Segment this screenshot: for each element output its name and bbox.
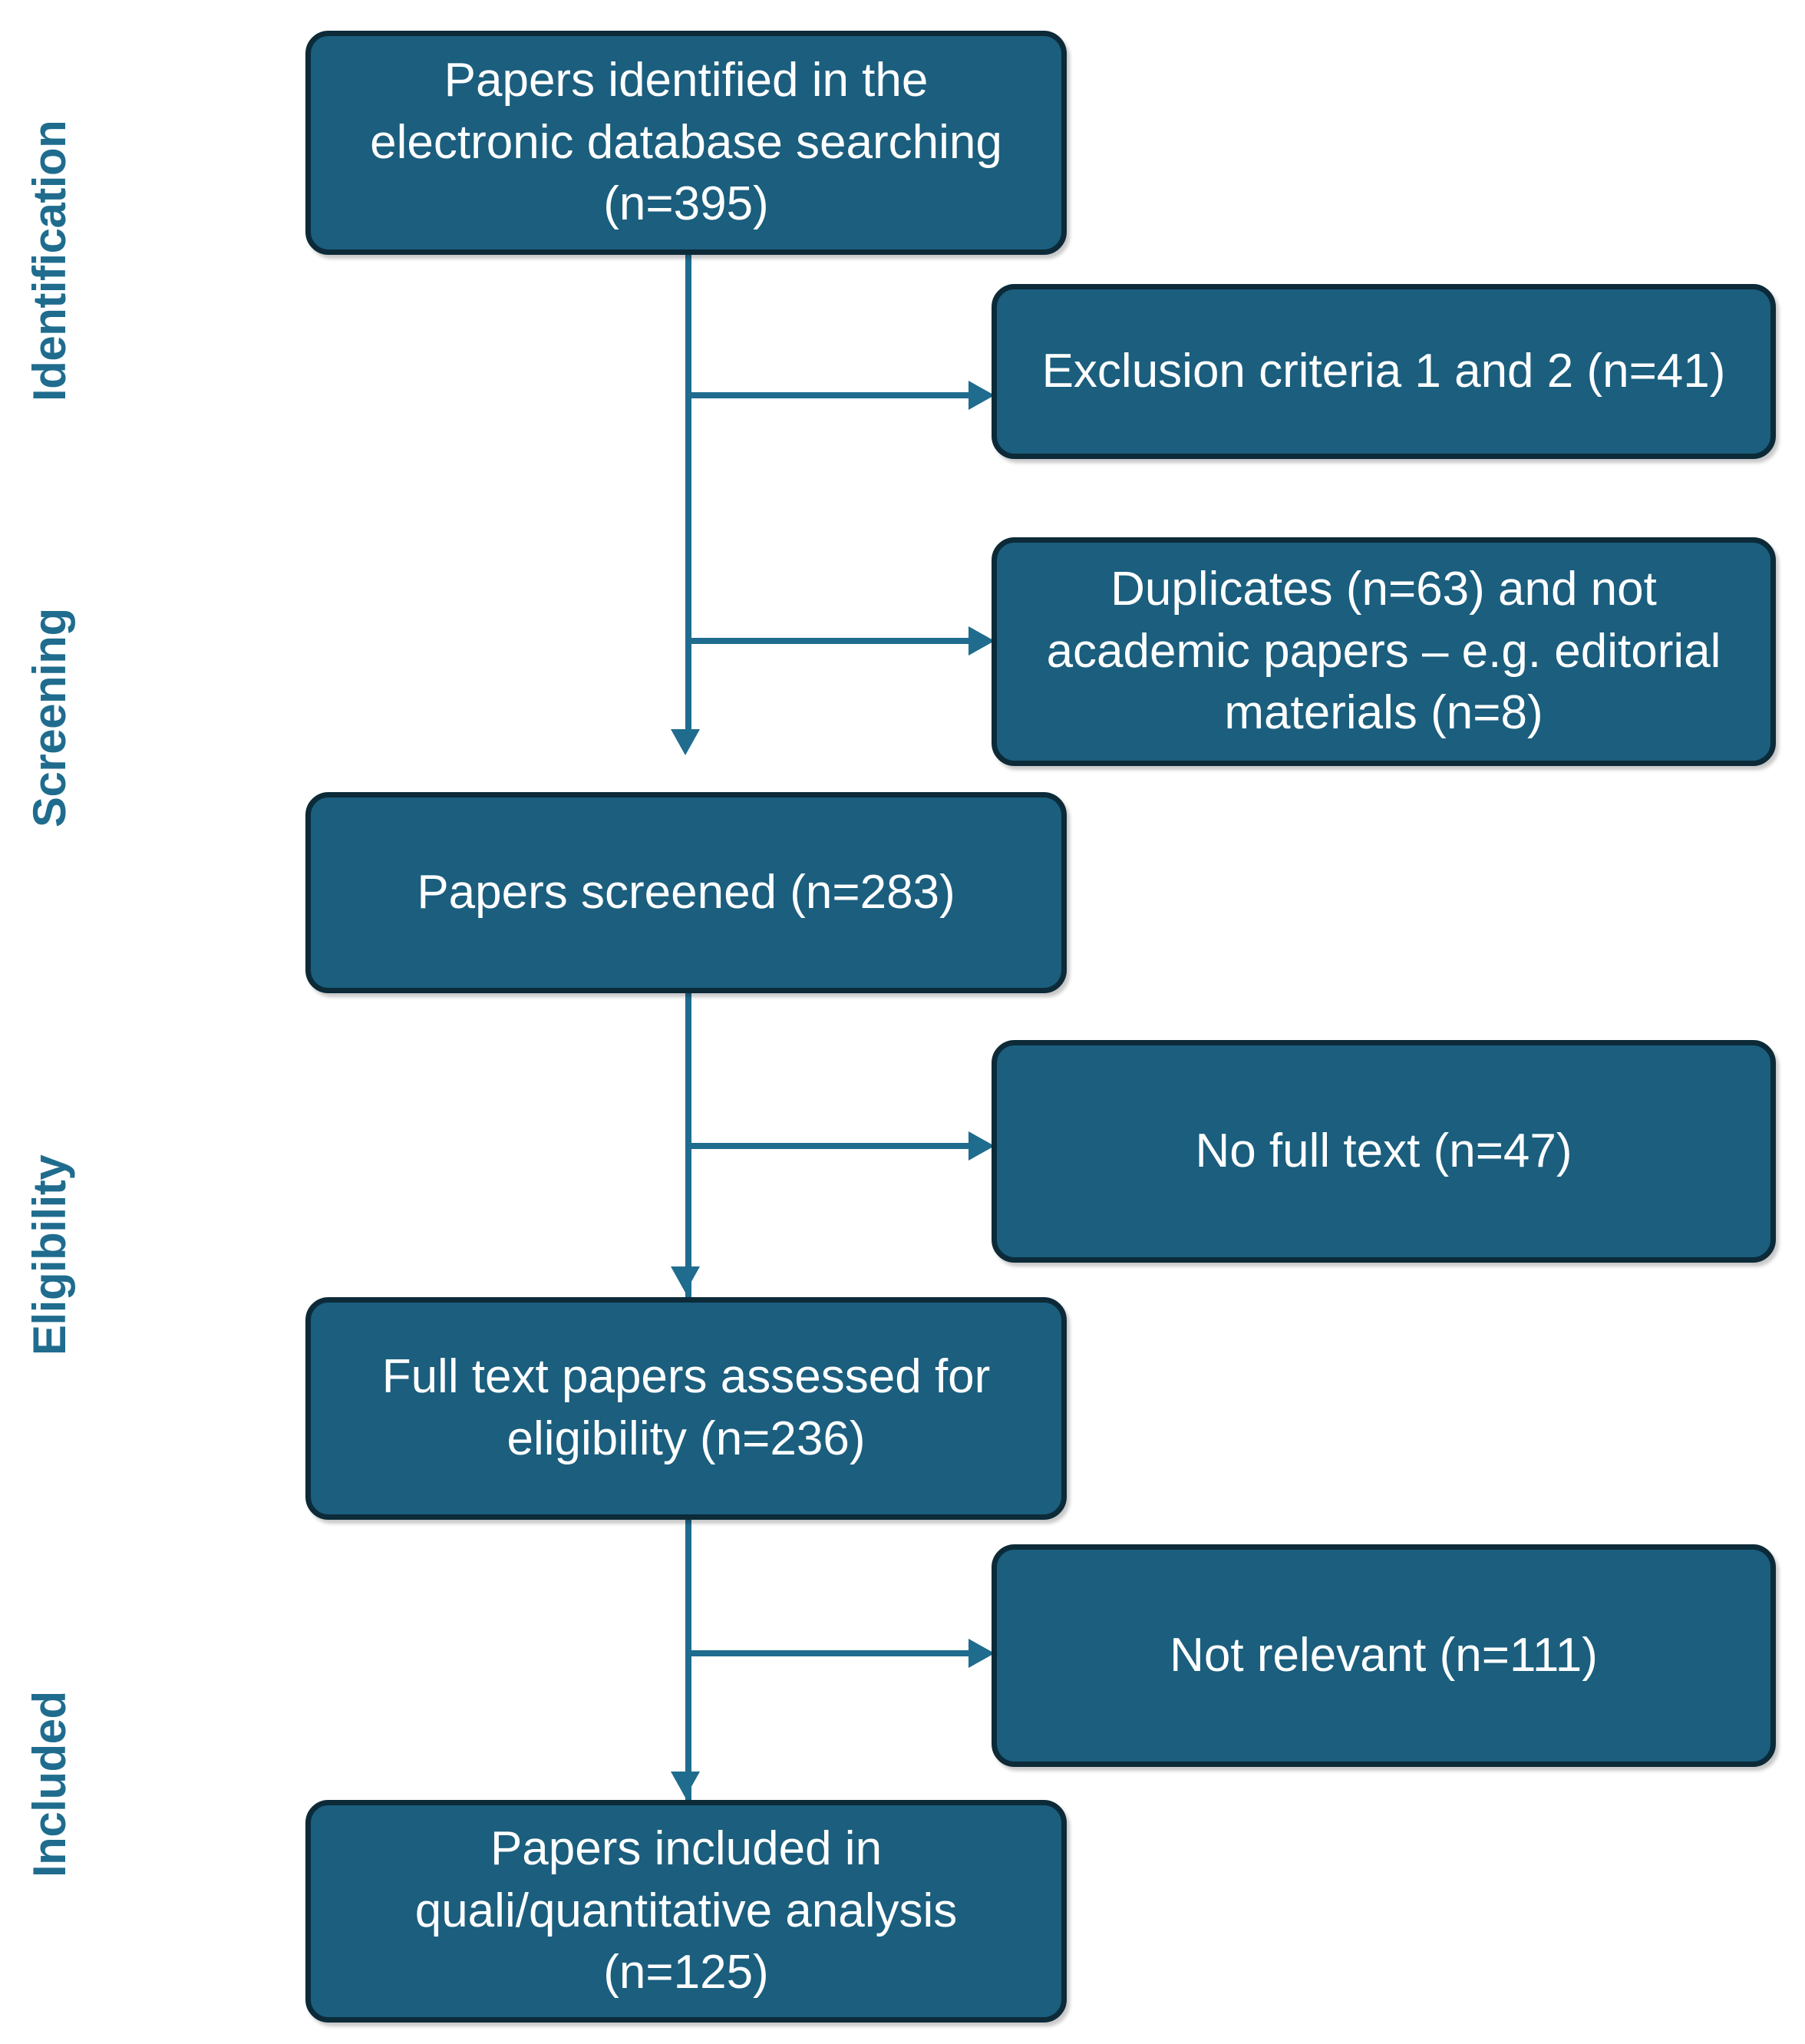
stage-label-eligibility: Eligibility xyxy=(0,1067,100,1443)
box-papers-screened-text: Papers screened (n=283) xyxy=(417,865,955,919)
arrowhead-into-included xyxy=(671,1772,700,1798)
box-no-full-text-text: No full text (n=47) xyxy=(1195,1124,1572,1177)
connector-screened-to-fulltext xyxy=(685,992,691,1318)
box-not-relevant-text: Not relevant (n=111) xyxy=(1170,1628,1598,1682)
connector-to-exclusion-criteria xyxy=(685,392,975,398)
box-not-relevant[interactable]: Not relevant (n=111) xyxy=(992,1544,1776,1767)
box-papers-included-text: Papers included in quali/quantitative an… xyxy=(414,1822,958,1999)
box-no-full-text[interactable]: No full text (n=47) xyxy=(992,1040,1776,1263)
box-duplicates-text: Duplicates (n=63) and not academic paper… xyxy=(1046,563,1721,740)
arrowhead-into-no-full-text xyxy=(968,1131,995,1161)
box-duplicates[interactable]: Duplicates (n=63) and not academic paper… xyxy=(992,537,1776,766)
connector-fulltext-to-included xyxy=(685,1498,691,1828)
box-exclusion-criteria-text: Exclusion criteria 1 and 2 (n=41) xyxy=(1041,344,1726,398)
box-papers-identified[interactable]: Papers identified in the electronic data… xyxy=(305,31,1067,255)
box-exclusion-criteria[interactable]: Exclusion criteria 1 and 2 (n=41) xyxy=(992,284,1776,459)
box-full-text-assessed[interactable]: Full text papers assessed for eligibilit… xyxy=(305,1297,1067,1520)
arrowhead-into-exclusion-criteria xyxy=(968,381,995,410)
arrowhead-into-screened xyxy=(671,729,700,755)
stage-label-included-text: Included xyxy=(24,1691,75,1878)
stage-label-identification-text: Identification xyxy=(24,120,75,402)
arrowhead-into-not-relevant xyxy=(968,1639,995,1668)
connector-identified-to-screened xyxy=(685,253,691,731)
stage-label-identification: Identification xyxy=(0,15,100,507)
box-papers-included[interactable]: Papers included in quali/quantitative an… xyxy=(305,1800,1067,2023)
stage-label-included: Included xyxy=(0,1620,100,1950)
box-papers-screened[interactable]: Papers screened (n=283) xyxy=(305,792,1067,993)
stage-label-screening: Screening xyxy=(0,530,100,906)
stage-label-eligibility-text: Eligibility xyxy=(24,1154,75,1356)
box-papers-identified-text: Papers identified in the electronic data… xyxy=(370,54,1002,231)
arrowhead-into-fulltext xyxy=(671,1266,700,1293)
box-full-text-assessed-text: Full text papers assessed for eligibilit… xyxy=(381,1350,991,1465)
connector-to-no-full-text xyxy=(685,1143,975,1149)
connector-to-duplicates xyxy=(685,638,975,644)
stage-label-screening-text: Screening xyxy=(24,608,75,827)
arrowhead-into-duplicates xyxy=(968,626,995,655)
connector-to-not-relevant xyxy=(685,1650,975,1656)
